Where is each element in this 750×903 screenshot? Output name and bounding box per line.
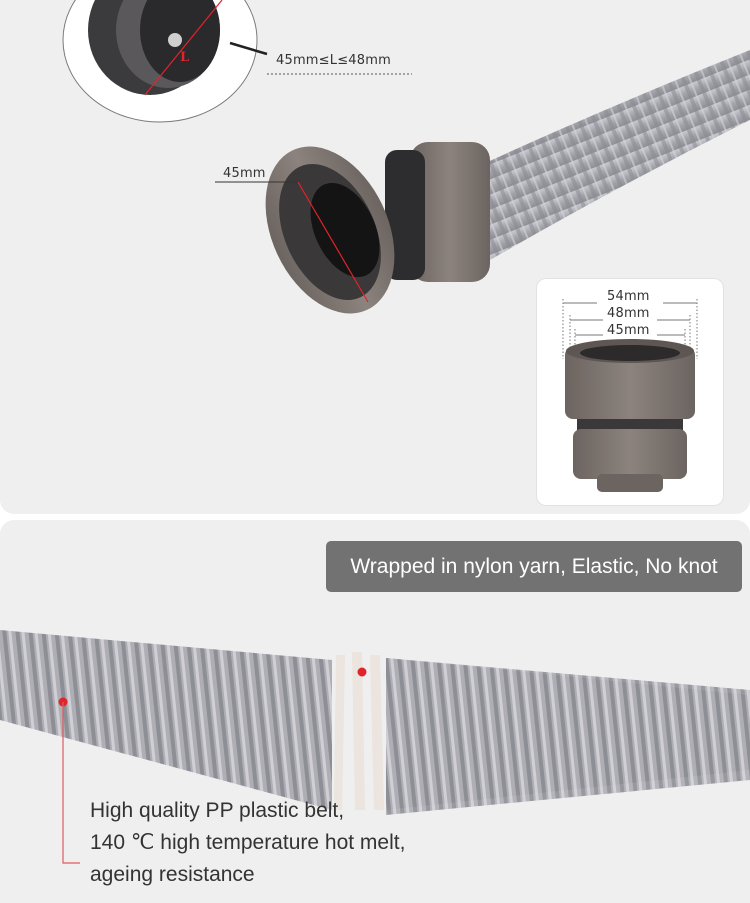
feature-line: 140 ℃ high temperature hot melt, (90, 831, 406, 854)
middle-diameter-label: 48mm (607, 306, 650, 321)
connector-diameter-label: 45mm (223, 166, 266, 181)
hose-cutaway-illustration (0, 630, 750, 864)
inner-diameter-label: 45mm (607, 323, 650, 338)
dimension-inset-card: 54mm 48mm 45mm (536, 278, 724, 506)
connector-nut (265, 142, 490, 314)
yarn-marker-dot (357, 667, 367, 677)
outer-diameter-label: 54mm (607, 289, 650, 304)
feature-badge: Wrapped in nylon yarn, Elastic, No knot (326, 541, 742, 592)
feature-line: ageing resistance (90, 863, 255, 886)
length-marker-label: L (180, 50, 190, 65)
leader-line (62, 702, 80, 864)
detail-callout-circle (62, 0, 258, 123)
adapter-illustration (562, 299, 698, 492)
product-illustration-top (62, 0, 750, 314)
product-panel-top: 45mm≤L≤48mm L 45mm 54mm 48mm 45mm (0, 0, 750, 514)
feature-line: High quality PP plastic belt, (90, 799, 345, 822)
length-range-label: 45mm≤L≤48mm (276, 53, 391, 68)
nylon-yarn-layer (334, 652, 384, 810)
feature-description: High quality PP plastic belt, 140 ℃ high… (90, 795, 405, 891)
